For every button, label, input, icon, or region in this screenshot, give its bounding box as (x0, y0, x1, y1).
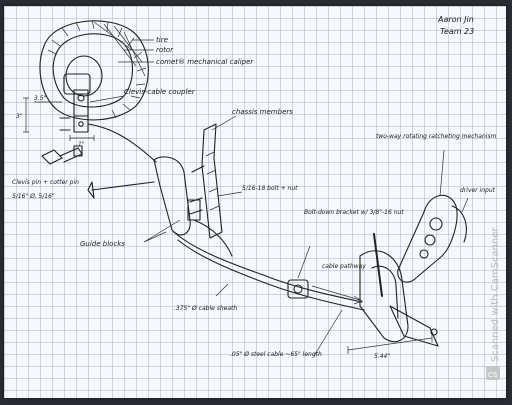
clevis-pin-label: Clevis pin + cotter pin (12, 179, 79, 186)
author-name: Aaron Jin (437, 15, 474, 24)
dim-3-5: 3.5" (34, 95, 47, 102)
guide-blocks-label: Guide blocks (80, 240, 125, 248)
dim-3: 3" (16, 113, 23, 120)
chassis-members-label: chassis members (232, 108, 293, 116)
drawing-sheet: 3.5" 3" 1" tire rotor comet® mechanical … (4, 6, 506, 398)
driver-input-label: driver input (460, 187, 496, 194)
watermark-text: Scanned with CamScanner (490, 227, 501, 362)
bolt-down-bracket (287, 279, 309, 299)
wheel-assembly (39, 19, 149, 133)
tire-label: tire (156, 36, 168, 44)
cable-sheath (173, 219, 365, 311)
clevis-coupler-label: Clevis-cable coupler (124, 88, 196, 96)
steel-cable-label: .05" Ø steel cable ~65" length (230, 351, 322, 358)
chassis-members (87, 123, 223, 239)
ratchet-mechanism (359, 194, 467, 347)
sketch-canvas: 3.5" 3" 1" tire rotor comet® mechanical … (12, 15, 501, 380)
dim-1: 1" (78, 141, 85, 148)
clevis-pin-detail (41, 145, 83, 165)
watermark-badge: CS (488, 371, 498, 379)
team-number: Team 23 (440, 27, 474, 36)
dim-5-44: 5.44" (374, 353, 390, 360)
bolt-bracket-label: Bolt-down bracket w/ 3/8"-16 nut (304, 209, 404, 216)
cable-sheath-label: .375" Ø cable sheath (174, 305, 237, 312)
camscanner-watermark: CS Scanned with CamScanner (486, 227, 501, 380)
rotor-label: rotor (156, 46, 174, 54)
cable-pathway-label: cable pathway (322, 263, 366, 270)
caliper-label: comet® mechanical caliper (156, 58, 254, 66)
clevis-pin-size: 5/16" Ø, 5/16" (12, 193, 55, 200)
ratchet-mechanism-label: two-way rotating ratcheting mechanism (376, 133, 497, 140)
bolt-nut-label: 5/16-18 bolt + nut (242, 185, 298, 192)
